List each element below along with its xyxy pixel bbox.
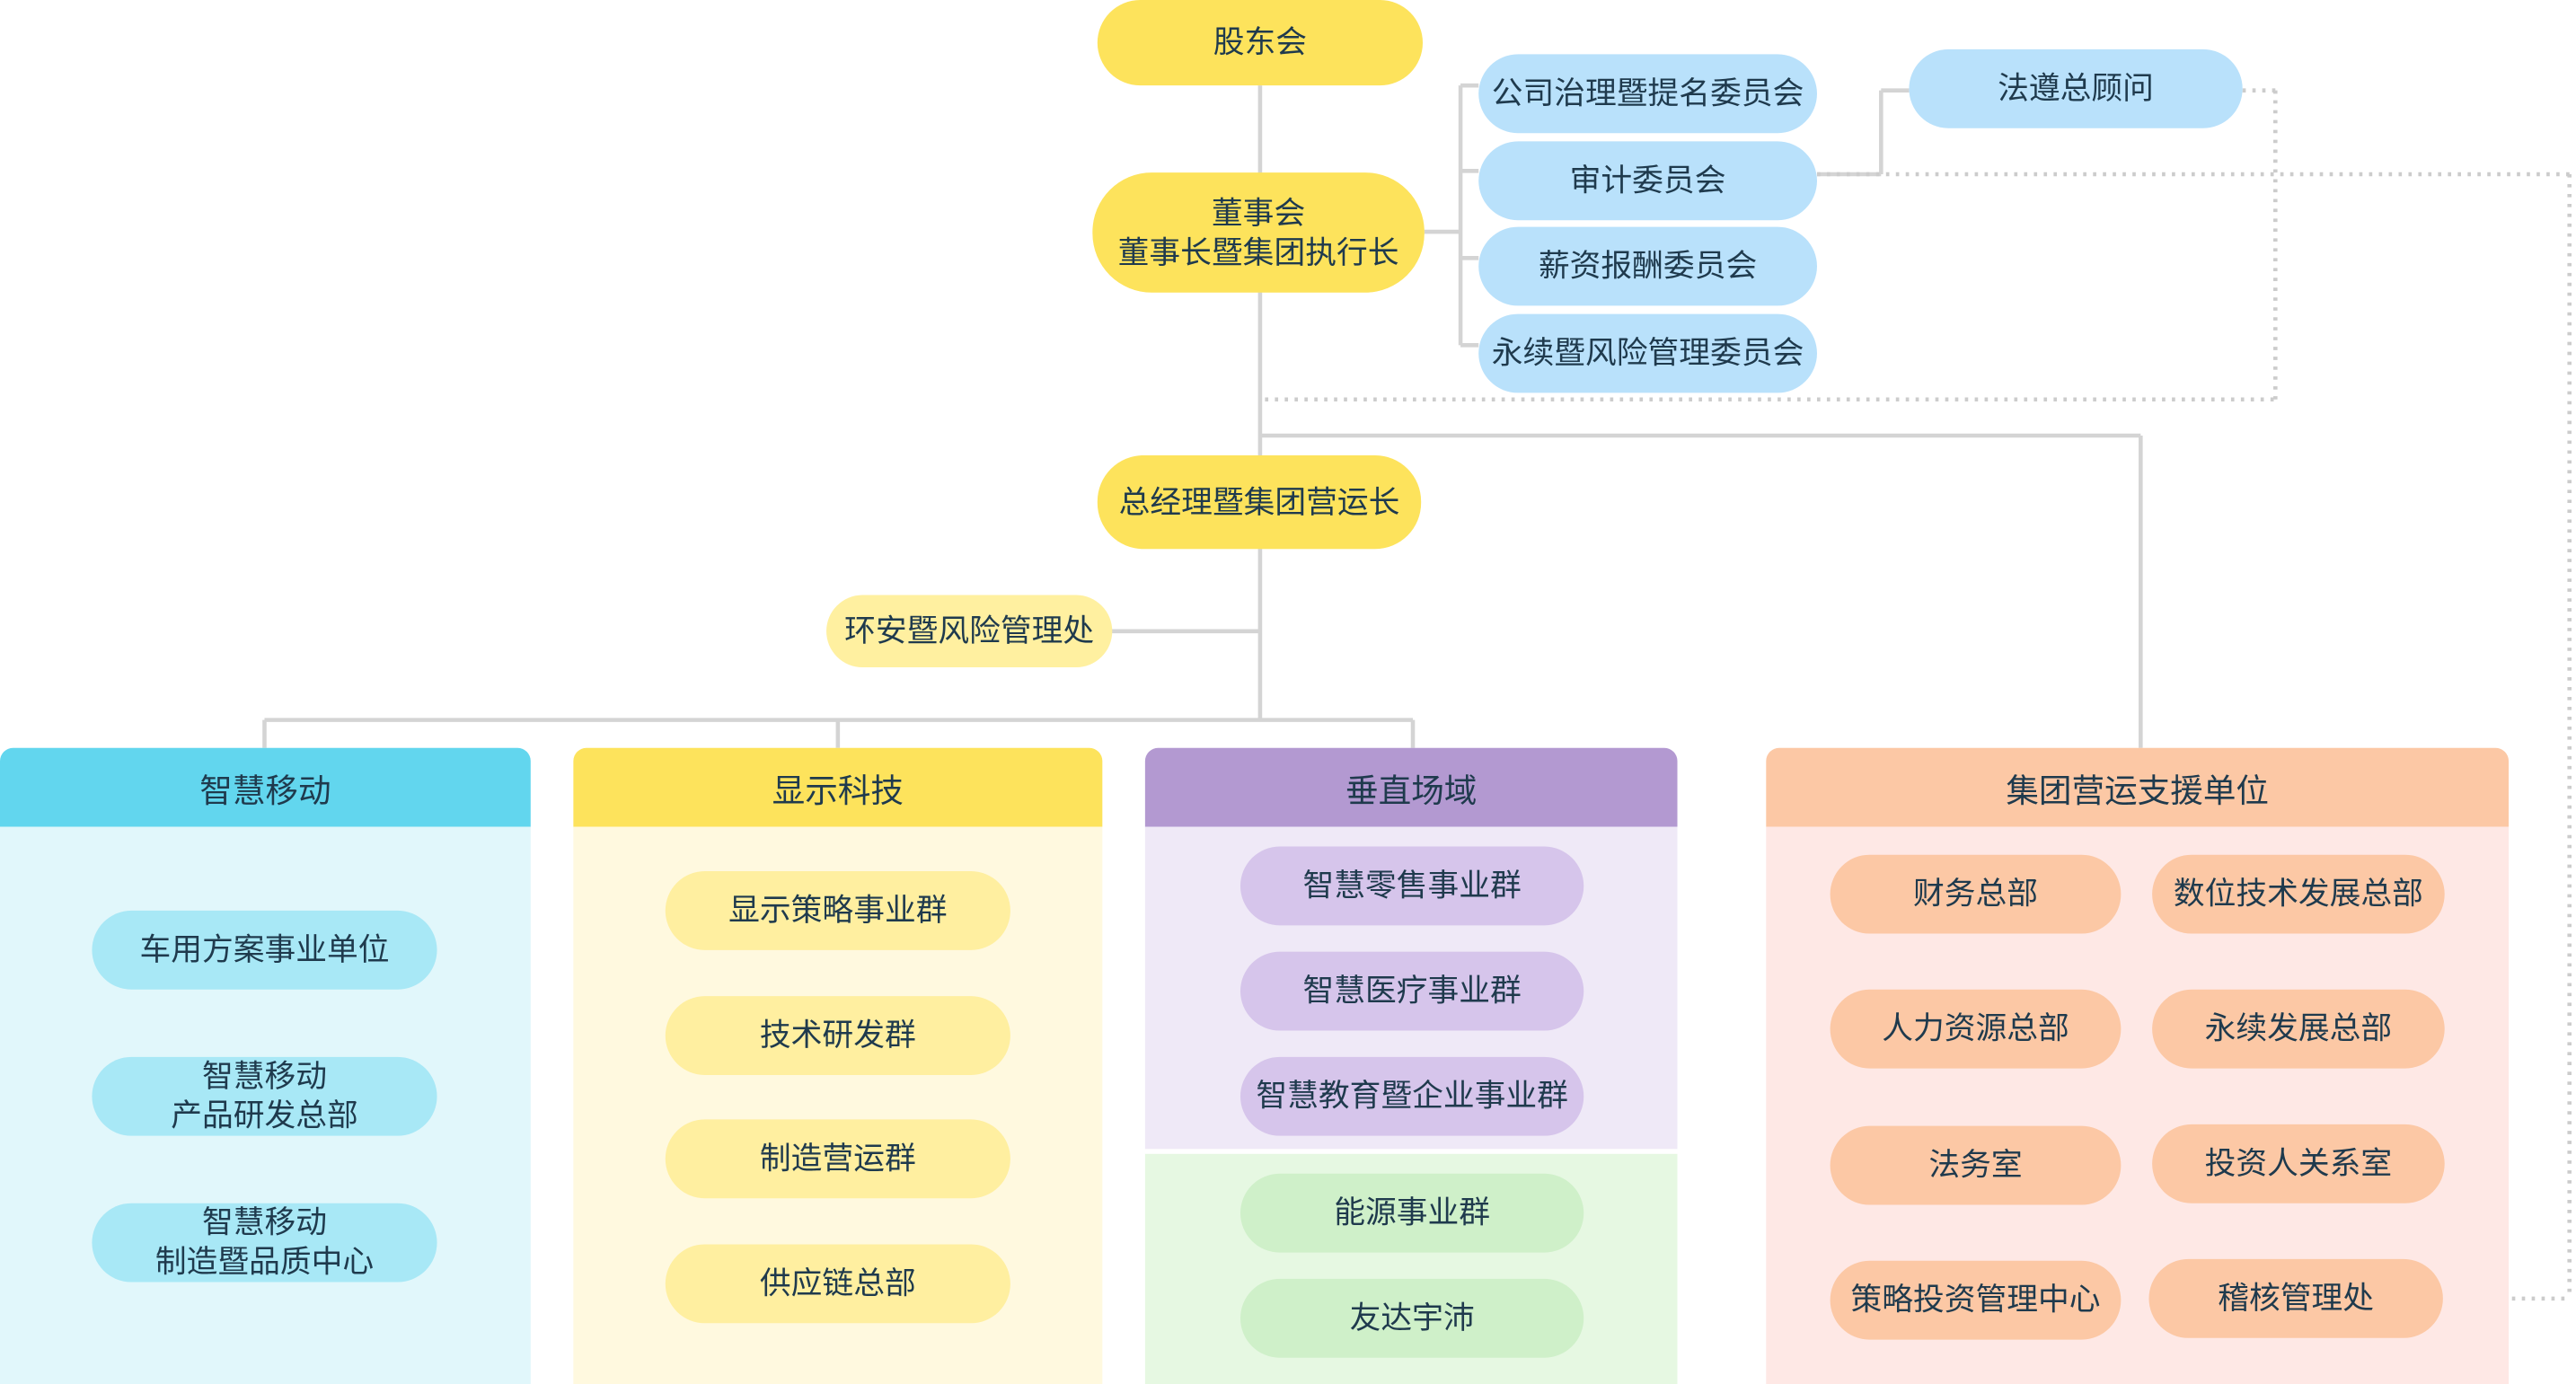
display-unit-node: 技术研发群: [665, 996, 1010, 1075]
support-unit-node: 投资人关系室: [2152, 1124, 2445, 1203]
shareholders-node: 股东会: [1097, 0, 1424, 86]
vertical-unit-node: 智慧零售事业群: [1239, 846, 1584, 926]
display-unit-node: 制造营运群: [665, 1119, 1010, 1199]
mobile-unit-node: 智慧移动 产品研发总部: [92, 1056, 437, 1136]
gm-node: 总经理暨集团营运长: [1097, 454, 1422, 550]
support-unit-node: 数位技术发展总部: [2152, 854, 2445, 934]
support-unit-node: 法务室: [1830, 1125, 2122, 1205]
mobile-group-title: 智慧移动: [0, 747, 531, 827]
support-unit-node: 人力资源总部: [1830, 989, 2122, 1069]
support-group-title: 集团营运支援单位: [1766, 747, 2510, 827]
display-unit-node: 供应链总部: [665, 1244, 1010, 1324]
counsel-node: 法遵总顾问: [1909, 48, 2243, 128]
committee-node: 公司治理暨提名委员会: [1478, 54, 1817, 134]
env-risk-node: 环安暨风险管理处: [826, 595, 1113, 668]
display-unit-node: 显示策略事业群: [665, 871, 1010, 950]
support-unit-node: 稽核管理处: [2148, 1258, 2443, 1338]
vertical-extra-node: 友达宇沛: [1239, 1278, 1584, 1358]
vertical-unit-node: 智慧教育暨企业事业群: [1239, 1056, 1584, 1136]
support-unit-node: 永续发展总部: [2152, 989, 2445, 1069]
vertical-group-title: 垂直场域: [1144, 747, 1678, 827]
committee-node: 永续暨风险管理委员会: [1478, 313, 1817, 393]
mobile-unit-node: 智慧移动 制造暨品质中心: [92, 1203, 437, 1283]
vertical-extra-node: 能源事业群: [1239, 1173, 1584, 1253]
support-unit-node: 财务总部: [1830, 854, 2122, 934]
committee-node: 审计委员会: [1478, 141, 1817, 221]
display-group-title: 显示科技: [573, 747, 1103, 827]
committee-node: 薪资报酬委员会: [1478, 226, 1817, 306]
vertical-unit-node: 智慧医疗事业群: [1239, 951, 1584, 1031]
support-unit-node: 策略投资管理中心: [1830, 1260, 2122, 1340]
board-node: 董事会 董事长暨集团执行长: [1092, 172, 1425, 293]
mobile-unit-node: 车用方案事业单位: [92, 910, 437, 990]
